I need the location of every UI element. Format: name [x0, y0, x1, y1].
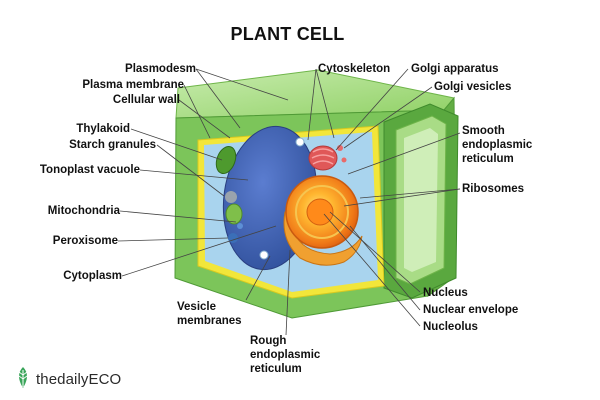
label-plasma-membrane: Plasma membrane: [82, 79, 184, 91]
vesicle: [259, 250, 269, 260]
label-cytoskeleton: Cytoskeleton: [318, 63, 391, 75]
label-ribosomes: Ribosomes: [462, 183, 524, 195]
label-golgi-apparatus: Golgi apparatus: [411, 63, 499, 75]
nucleus: [285, 175, 359, 249]
brand-name: thedailyECO: [36, 370, 122, 388]
label-vesicle-membranes: Vesicle membranes: [177, 301, 242, 327]
label-thylakoid: Thylakoid: [76, 123, 130, 135]
leader-lines: [117, 68, 461, 336]
page-title: PLANT CELL: [230, 24, 345, 44]
label-cellular-wall: Cellular wall: [112, 94, 180, 106]
leaf-icon: [18, 367, 28, 388]
label-golgi-vesicles: Golgi vesicles: [434, 81, 512, 93]
label-rough-er: Rough endoplasmic reticulum: [250, 335, 321, 375]
label-starch-granules: Starch granules: [69, 139, 156, 151]
mitochondrion: [237, 223, 243, 229]
label-nucleus: Nucleus: [423, 287, 468, 299]
label-nuclear-envelope: Nuclear envelope: [423, 304, 519, 316]
label-nucleolus: Nucleolus: [423, 321, 478, 333]
chloroplast: [215, 145, 243, 225]
label-smooth-er: Smooth endoplasmic reticulum: [462, 125, 533, 165]
label-peroxisome: Peroxisome: [52, 235, 118, 247]
brand-logo: thedailyECO: [14, 367, 121, 391]
vesicle: [295, 137, 305, 147]
label-plasmodesm: Plasmodesm: [125, 63, 196, 75]
label-mitochondria: Mitochondria: [47, 205, 120, 217]
golgi-apparatus: [308, 145, 347, 171]
label-cytoplasm: Cytoplasm: [63, 270, 122, 282]
label-tonoplast-vacuole: Tonoplast vacuole: [39, 164, 140, 176]
starch-granule: [225, 191, 237, 203]
